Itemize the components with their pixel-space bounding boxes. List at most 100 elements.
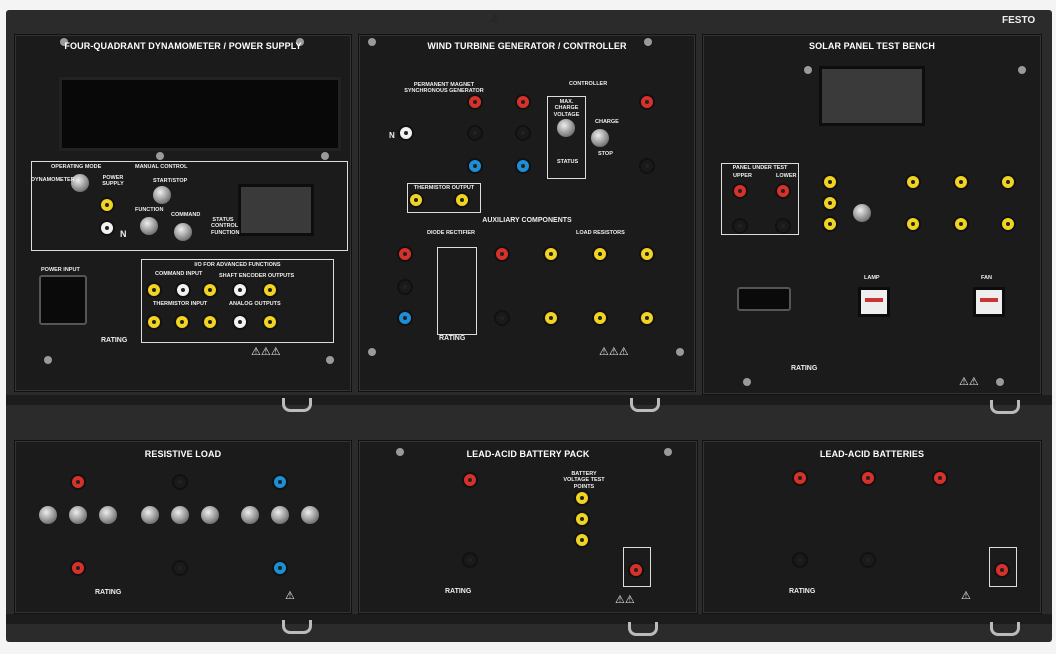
panel-handle[interactable] xyxy=(282,620,312,634)
panel-title: SOLAR PANEL TEST BENCH xyxy=(809,41,935,51)
black-jack[interactable] xyxy=(732,218,748,234)
yellow-jack[interactable] xyxy=(262,282,278,298)
red-jack[interactable] xyxy=(860,470,876,486)
yellow-jack[interactable] xyxy=(592,246,608,262)
black-jack[interactable] xyxy=(397,279,413,295)
blue-jack[interactable] xyxy=(397,310,413,326)
yellow-jack[interactable] xyxy=(202,282,218,298)
screw xyxy=(296,38,304,46)
label: DIODE RECTIFIER xyxy=(427,230,475,236)
label: LAMP xyxy=(864,275,880,281)
panel-handle[interactable] xyxy=(630,398,660,412)
label: N xyxy=(120,229,127,239)
yellow-jack[interactable] xyxy=(574,511,590,527)
blue-jack[interactable] xyxy=(272,474,288,490)
fan-switch[interactable] xyxy=(973,287,1005,317)
yellow-jack[interactable] xyxy=(574,532,590,548)
knob[interactable] xyxy=(591,129,609,147)
yellow-jack[interactable] xyxy=(262,314,278,330)
power-inlet[interactable] xyxy=(39,275,87,325)
yellow-jack[interactable] xyxy=(543,246,559,262)
knob[interactable] xyxy=(69,506,87,524)
knob[interactable] xyxy=(241,506,259,524)
yellow-jack[interactable] xyxy=(1000,174,1016,190)
panel-handle[interactable] xyxy=(990,400,1020,414)
yellow-jack[interactable] xyxy=(953,216,969,232)
controller-box xyxy=(547,96,586,179)
knob[interactable] xyxy=(171,506,189,524)
yellow-jack[interactable] xyxy=(953,174,969,190)
knob[interactable] xyxy=(140,217,158,235)
knob[interactable] xyxy=(301,506,319,524)
red-jack[interactable] xyxy=(515,94,531,110)
red-jack[interactable] xyxy=(397,246,413,262)
power-inlet[interactable] xyxy=(737,287,791,311)
black-jack[interactable] xyxy=(172,474,188,490)
knob[interactable] xyxy=(201,506,219,524)
knob[interactable] xyxy=(174,223,192,241)
knob[interactable] xyxy=(153,186,171,204)
black-jack[interactable] xyxy=(860,552,876,568)
white-jack[interactable] xyxy=(398,125,414,141)
knob[interactable] xyxy=(39,506,57,524)
red-jack[interactable] xyxy=(792,470,808,486)
yellow-jack[interactable] xyxy=(822,195,838,211)
red-jack[interactable] xyxy=(932,470,948,486)
yellow-jack[interactable] xyxy=(454,192,470,208)
red-jack[interactable] xyxy=(494,246,510,262)
red-jack[interactable] xyxy=(994,562,1010,578)
blue-jack[interactable] xyxy=(515,158,531,174)
black-jack[interactable] xyxy=(775,218,791,234)
white-jack[interactable] xyxy=(232,282,248,298)
white-jack[interactable] xyxy=(175,282,191,298)
yellow-jack[interactable] xyxy=(905,174,921,190)
yellow-jack[interactable] xyxy=(905,216,921,232)
red-jack[interactable] xyxy=(775,183,791,199)
yellow-jack[interactable] xyxy=(1000,216,1016,232)
knob[interactable] xyxy=(71,174,89,192)
red-jack[interactable] xyxy=(462,472,478,488)
yellow-jack[interactable] xyxy=(99,197,115,213)
yellow-jack[interactable] xyxy=(822,216,838,232)
black-jack[interactable] xyxy=(172,560,188,576)
black-jack[interactable] xyxy=(515,125,531,141)
yellow-jack[interactable] xyxy=(202,314,218,330)
yellow-jack[interactable] xyxy=(543,310,559,326)
yellow-jack[interactable] xyxy=(592,310,608,326)
lamp-switch[interactable] xyxy=(858,287,890,317)
blue-jack[interactable] xyxy=(272,560,288,576)
black-jack[interactable] xyxy=(467,125,483,141)
yellow-jack[interactable] xyxy=(174,314,190,330)
yellow-jack[interactable] xyxy=(146,314,162,330)
red-jack[interactable] xyxy=(467,94,483,110)
knob[interactable] xyxy=(853,204,871,222)
label: UPPER xyxy=(733,173,752,179)
red-jack[interactable] xyxy=(628,562,644,578)
yellow-jack[interactable] xyxy=(146,282,162,298)
knob[interactable] xyxy=(99,506,117,524)
panel-handle[interactable] xyxy=(628,622,658,636)
yellow-jack[interactable] xyxy=(408,192,424,208)
red-jack[interactable] xyxy=(70,474,86,490)
yellow-jack[interactable] xyxy=(639,310,655,326)
yellow-jack[interactable] xyxy=(574,490,590,506)
knob[interactable] xyxy=(141,506,159,524)
warning-icon: ⚠⚠⚠ xyxy=(599,346,629,358)
black-jack[interactable] xyxy=(639,158,655,174)
red-jack[interactable] xyxy=(70,560,86,576)
white-jack[interactable] xyxy=(99,220,115,236)
screw xyxy=(664,448,672,456)
black-jack[interactable] xyxy=(792,552,808,568)
blue-jack[interactable] xyxy=(467,158,483,174)
red-jack[interactable] xyxy=(732,183,748,199)
knob[interactable] xyxy=(557,119,575,137)
yellow-jack[interactable] xyxy=(639,246,655,262)
red-jack[interactable] xyxy=(639,94,655,110)
panel-handle[interactable] xyxy=(990,622,1020,636)
yellow-jack[interactable] xyxy=(822,174,838,190)
black-jack[interactable] xyxy=(462,552,478,568)
panel-handle[interactable] xyxy=(282,398,312,412)
white-jack[interactable] xyxy=(232,314,248,330)
black-jack[interactable] xyxy=(494,310,510,326)
knob[interactable] xyxy=(271,506,289,524)
